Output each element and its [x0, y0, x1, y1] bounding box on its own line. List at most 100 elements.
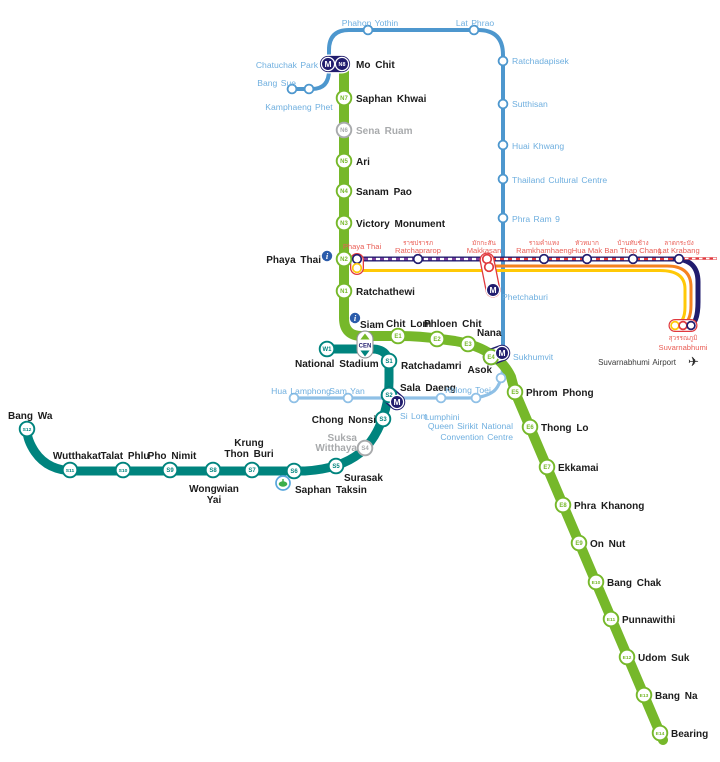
- station-marker[interactable]: [285, 462, 303, 480]
- station-sam-yan[interactable]: [342, 392, 354, 404]
- station-marker[interactable]: [468, 24, 480, 36]
- station-wongwian-yai[interactable]: S8: [204, 461, 222, 479]
- chatuchak-park-mrt-icon[interactable]: M: [320, 56, 336, 72]
- station-marker[interactable]: [243, 461, 261, 479]
- station-chit-lom[interactable]: E1: [389, 327, 407, 345]
- station-saphan-khwai[interactable]: N7: [335, 89, 353, 107]
- station-mo-chit[interactable]: N8: [334, 56, 350, 72]
- station-phra-khanong[interactable]: E8: [554, 496, 572, 514]
- station-marker[interactable]: [506, 383, 524, 401]
- station-suksa-witthaya[interactable]: S4: [356, 439, 374, 457]
- station-marker[interactable]: [351, 262, 363, 274]
- station-marker[interactable]: [362, 24, 374, 36]
- station-marker[interactable]: [483, 261, 495, 273]
- station-marker[interactable]: [204, 461, 222, 479]
- station-phahon-yothin[interactable]: [362, 24, 374, 36]
- station-marker[interactable]: [627, 253, 639, 265]
- station-ratchathewi[interactable]: N1: [335, 282, 353, 300]
- station-queen-sirikit-national-convention-centre[interactable]: [495, 372, 507, 384]
- station-marker[interactable]: [673, 253, 685, 265]
- station-lumphini[interactable]: [435, 392, 447, 404]
- station-marker[interactable]: [286, 83, 298, 95]
- station-kamphaeng-phet[interactable]: [303, 83, 315, 95]
- station-marker[interactable]: [581, 253, 593, 265]
- station-marker[interactable]: [61, 461, 79, 479]
- station-marker[interactable]: [18, 420, 36, 438]
- station-sanam-pao[interactable]: N4: [335, 182, 353, 200]
- station-marker[interactable]: [495, 372, 507, 384]
- station-marker[interactable]: [335, 282, 353, 300]
- station-lat-krabang[interactable]: [673, 253, 685, 265]
- station-bang-chak[interactable]: E10: [587, 573, 605, 591]
- station-bang-na[interactable]: E13: [635, 686, 653, 704]
- station-on-nut[interactable]: E9: [570, 534, 588, 552]
- station-marker[interactable]: [497, 139, 509, 151]
- station-makkasan[interactable]: [481, 253, 495, 273]
- station-ekkamai[interactable]: E7: [538, 458, 556, 476]
- station-ratchaprarop[interactable]: [412, 253, 424, 265]
- station-marker[interactable]: [318, 340, 336, 358]
- station-marker[interactable]: [412, 253, 424, 265]
- station-marker[interactable]: [435, 392, 447, 404]
- mrt-logo-icon[interactable]: [320, 56, 336, 72]
- station-sutthisan[interactable]: [497, 98, 509, 110]
- station-marker[interactable]: [521, 418, 539, 436]
- station-marker[interactable]: [327, 457, 345, 475]
- station-national-stadium[interactable]: W1: [318, 340, 336, 358]
- station-marker[interactable]: [459, 335, 477, 353]
- station-bang-sue[interactable]: [286, 83, 298, 95]
- station-marker[interactable]: [554, 496, 572, 514]
- station-marker[interactable]: [497, 55, 509, 67]
- station-marker[interactable]: [538, 253, 550, 265]
- station-marker[interactable]: [335, 89, 353, 107]
- station-udom-suk[interactable]: E12: [618, 648, 636, 666]
- station-wutthakat[interactable]: S11: [61, 461, 79, 479]
- station-phrom-phong[interactable]: E5: [506, 383, 524, 401]
- mrt-logo-icon[interactable]: [485, 282, 501, 298]
- station-surasak[interactable]: S5: [327, 457, 345, 475]
- station-marker[interactable]: [428, 330, 446, 348]
- station-marker[interactable]: [114, 461, 132, 479]
- station-pho-nimit[interactable]: S9: [161, 461, 179, 479]
- station-thailand-cultural-centre[interactable]: [497, 173, 509, 185]
- station-phaya-thai-arl[interactable]: [351, 253, 363, 274]
- station-marker[interactable]: [389, 327, 407, 345]
- station-phra-ram-9[interactable]: [497, 212, 509, 224]
- station-marker[interactable]: [342, 392, 354, 404]
- station-chong-nonsi[interactable]: S3: [374, 410, 392, 428]
- station-krung-thon-buri[interactable]: S7: [243, 461, 261, 479]
- central-station-icon[interactable]: CEN: [359, 333, 372, 357]
- station-marker[interactable]: [651, 724, 669, 742]
- station-ramkhamhaeng[interactable]: [538, 253, 550, 265]
- station-marker[interactable]: [635, 686, 653, 704]
- station-hua-mak[interactable]: [581, 253, 593, 265]
- station-hua-lamphong[interactable]: [288, 392, 300, 404]
- station-ratchadapisek[interactable]: [497, 55, 509, 67]
- station-marker[interactable]: [380, 352, 398, 370]
- station-marker[interactable]: [538, 458, 556, 476]
- si-lom-mrt-icon[interactable]: M: [389, 394, 405, 410]
- station-marker[interactable]: [618, 648, 636, 666]
- station-marker[interactable]: [335, 121, 353, 139]
- station-marker[interactable]: [570, 534, 588, 552]
- station-ari[interactable]: N5: [335, 152, 353, 170]
- station-marker[interactable]: [356, 439, 374, 457]
- station-phaya-thai[interactable]: N2: [335, 250, 353, 268]
- station-marker[interactable]: [335, 152, 353, 170]
- station-marker[interactable]: [678, 320, 688, 331]
- boat-pier-icon[interactable]: [275, 475, 291, 491]
- station-marker[interactable]: [497, 98, 509, 110]
- station-marker[interactable]: [335, 214, 353, 232]
- station-marker[interactable]: [587, 573, 605, 591]
- station-marker[interactable]: [161, 461, 179, 479]
- station-marker[interactable]: [303, 83, 315, 95]
- station-marker[interactable]: [497, 212, 509, 224]
- station-marker[interactable]: [351, 253, 363, 265]
- station-ratchadamri[interactable]: S1: [380, 352, 398, 370]
- mrt-logo-icon[interactable]: [494, 345, 510, 361]
- station-phloen-chit[interactable]: E2: [428, 330, 446, 348]
- station-marker[interactable]: [686, 320, 696, 331]
- station-huai-khwang[interactable]: [497, 139, 509, 151]
- station-ban-thap-chang[interactable]: [627, 253, 639, 265]
- station-victory-monument[interactable]: N3: [335, 214, 353, 232]
